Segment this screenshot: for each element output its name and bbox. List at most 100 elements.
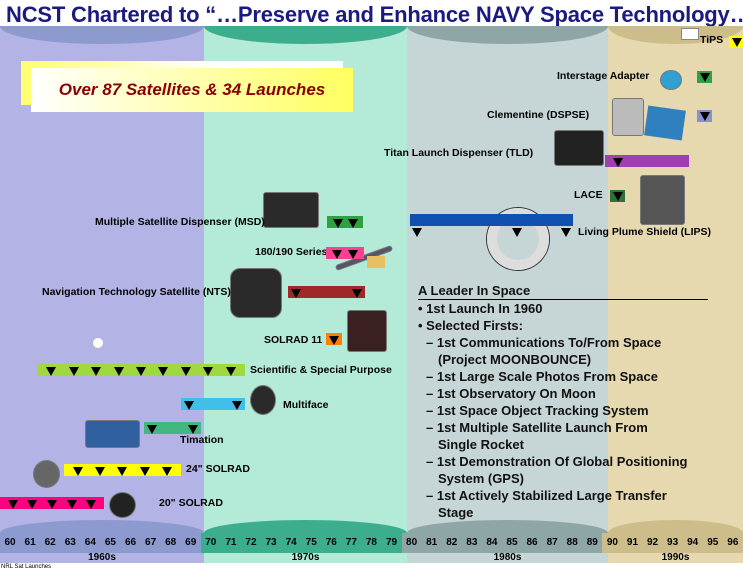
year-tick: 74 (281, 533, 302, 553)
launch-marker (95, 467, 106, 476)
tld-ring-image (487, 208, 549, 270)
year-tick: 86 (522, 533, 543, 553)
year-tick: 84 (481, 533, 502, 553)
interstage-adapter-image (660, 70, 682, 90)
year-tick: 64 (80, 533, 101, 553)
launch-marker (332, 250, 342, 259)
launch-marker (7, 500, 18, 509)
launch-marker (731, 37, 742, 47)
banner: Over 87 Satellites & 34 Launches (31, 68, 353, 112)
year-tick: 82 (441, 533, 462, 553)
launch-marker (561, 228, 571, 237)
decade-header-1980s (407, 26, 608, 44)
year-tick: 96 (722, 533, 743, 553)
solrad11-satellite-image (347, 310, 387, 352)
first-item: – 1st Communications To/From Space (426, 335, 662, 350)
launch-marker (352, 289, 362, 298)
year-tick: 87 (542, 533, 563, 553)
decade-header-1960s (0, 26, 204, 44)
launch-marker (203, 367, 214, 376)
launch-marker (612, 191, 623, 201)
year-tick: 94 (682, 533, 703, 553)
year-tick: 71 (220, 533, 241, 553)
series-180-bar (326, 247, 364, 259)
nts-satellite-image (230, 268, 282, 318)
lace-label: LACE (574, 189, 603, 201)
launch-marker (161, 467, 172, 476)
year-tick: 75 (301, 533, 322, 553)
year-tick: 70 (200, 533, 221, 553)
year-tick: 67 (140, 533, 161, 553)
solrad20-satellite-image (109, 492, 136, 518)
launch-marker (73, 467, 84, 476)
first-item: – 1st Space Object Tracking System (426, 403, 649, 418)
launch-marker (66, 500, 77, 509)
launch-marker (86, 500, 97, 509)
decade-header-1990s (608, 26, 743, 44)
year-tick: 83 (461, 533, 482, 553)
tld-1990s-bar (605, 155, 689, 167)
year-tick: 93 (662, 533, 683, 553)
launch-marker (225, 367, 236, 376)
year-tick: 88 (562, 533, 583, 553)
decade-header-1970s (204, 26, 407, 44)
launch-marker (139, 467, 150, 476)
leader-in-space-panel: A Leader In Space • 1st Launch In 1960 •… (418, 282, 713, 521)
launch-marker (511, 228, 522, 237)
year-tick: 61 (20, 533, 41, 553)
tips-label: TiPS (700, 34, 724, 46)
timation-label: Timation (180, 434, 224, 446)
series-180-body (367, 256, 385, 268)
year-tick: 68 (160, 533, 181, 553)
msd-satellite-image (263, 192, 319, 228)
solrad24-satellite-image (33, 460, 60, 488)
launch-marker (699, 111, 710, 121)
launch-marker (613, 158, 623, 167)
multiface-satellite-image (250, 385, 276, 415)
year-axis-hills (0, 520, 743, 533)
year-tick: 89 (582, 533, 603, 553)
decade-band-1980s (407, 26, 608, 563)
clementine-satellite-image (612, 98, 644, 136)
decade-label: 1990s (661, 552, 690, 563)
solrad11-bar (326, 333, 342, 345)
year-tick: 62 (40, 533, 61, 553)
tld-satellite-image (554, 130, 604, 166)
decade-label: 1960s (88, 552, 116, 563)
launch-marker (347, 219, 358, 228)
launch-marker (27, 500, 38, 509)
year-tick: 63 (60, 533, 81, 553)
solrad24-bar (64, 464, 181, 476)
year-tick: 79 (381, 533, 402, 553)
nts-label: Navigation Technology Satellite (NTS) (42, 286, 231, 298)
interstage-marker (697, 71, 712, 83)
timation-satellite-image (85, 420, 140, 448)
year-tick: 81 (421, 533, 442, 553)
launch-marker (188, 425, 198, 434)
year-tick: 73 (261, 533, 282, 553)
first-item: – 1st Demonstration Of Global Positionin… (426, 454, 688, 469)
tips-marker (729, 36, 743, 48)
year-tick: 77 (341, 533, 362, 553)
year-tick: 76 (321, 533, 342, 553)
info-bullet: • 1st Launch In 1960 (418, 301, 543, 316)
first-item: (Project MOONBOUNCE) (438, 352, 592, 367)
year-tick: 85 (501, 533, 523, 553)
launch-marker (184, 401, 194, 410)
year-tick: 90 (602, 533, 623, 553)
first-item: – 1st Observatory On Moon (426, 386, 596, 401)
msd-label: Multiple Satellite Dispenser (MSD) (95, 216, 265, 228)
launch-marker (46, 500, 57, 509)
solrad24-label: 24" SOLRAD (186, 463, 250, 475)
launch-marker (135, 367, 146, 376)
lips-satellite-image (640, 175, 685, 225)
tips-satellite-image (681, 28, 699, 40)
first-item: System (GPS) (438, 471, 524, 486)
timation-bar (144, 422, 201, 434)
page-title: NCST Chartered to “…Preserve and Enhance… (6, 2, 743, 27)
tld-1980s-bar (410, 214, 573, 226)
year-tick: 95 (702, 533, 723, 553)
launch-marker (232, 401, 242, 410)
clementine-panel-image (644, 105, 686, 141)
clementine-label: Clementine (DSPSE) (487, 109, 590, 121)
